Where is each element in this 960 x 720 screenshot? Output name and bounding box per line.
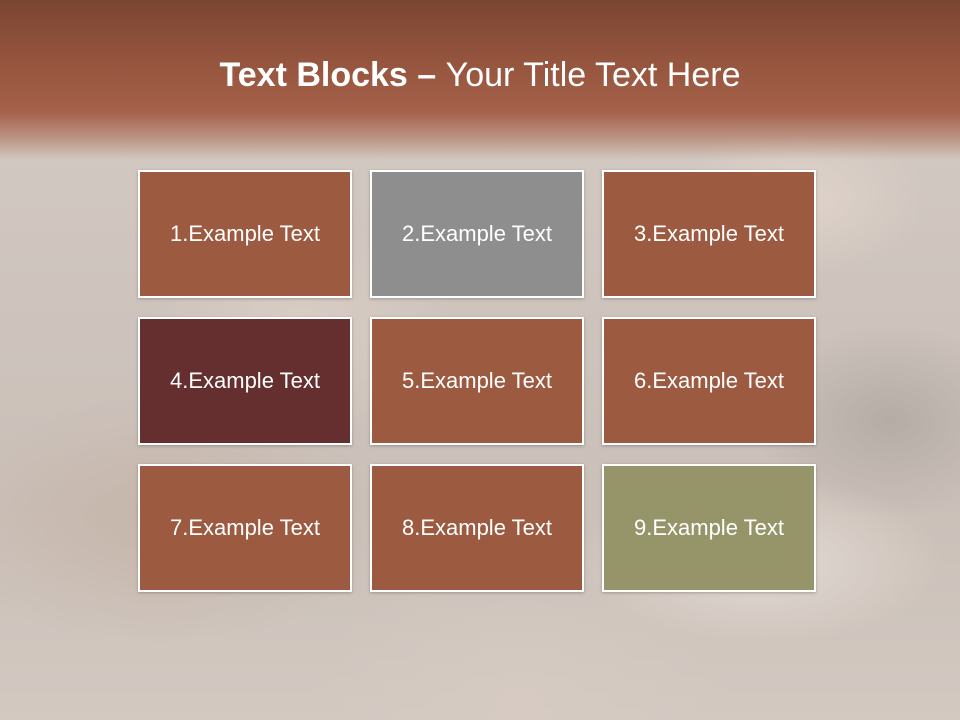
text-block-3[interactable]: 3.Example Text [602, 170, 816, 298]
text-block-1[interactable]: 1.Example Text [138, 170, 352, 298]
title-rest: Your Title Text Here [445, 56, 741, 94]
text-block-9[interactable]: 9.Example Text [602, 464, 816, 592]
text-block-4[interactable]: 4.Example Text [138, 317, 352, 445]
text-block-2[interactable]: 2.Example Text [370, 170, 584, 298]
text-block-8[interactable]: 8.Example Text [370, 464, 584, 592]
text-block-5[interactable]: 5.Example Text [370, 317, 584, 445]
title-bold: Text Blocks [219, 56, 408, 94]
text-blocks-grid: 1.Example Text 2.Example Text 3.Example … [138, 170, 816, 594]
text-block-7[interactable]: 7.Example Text [138, 464, 352, 592]
title-dash: – [407, 56, 446, 94]
text-block-6[interactable]: 6.Example Text [602, 317, 816, 445]
slide-title: Text Blocks – Your Title Text Here [0, 52, 960, 98]
header-band [0, 0, 960, 160]
